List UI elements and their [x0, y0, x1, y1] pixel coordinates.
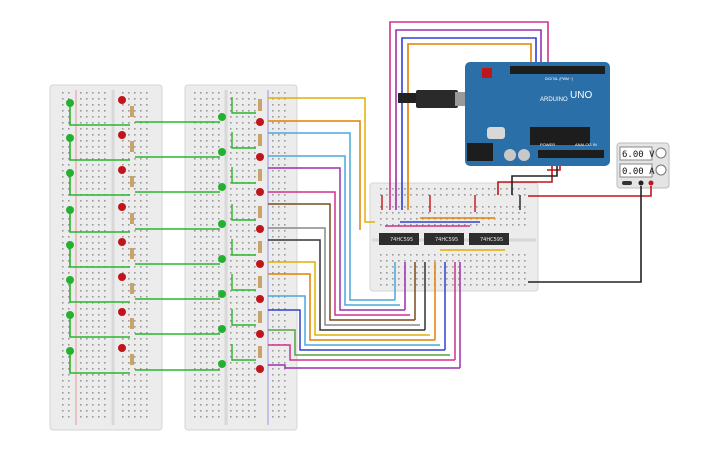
led-row: [66, 238, 134, 268]
resistor[interactable]: [130, 248, 134, 259]
shift-register-chip[interactable]: 74HC595: [469, 233, 509, 245]
red-led[interactable]: [118, 131, 126, 139]
svg-text:74HC595: 74HC595: [390, 237, 413, 243]
voltage-display: [619, 146, 653, 161]
green-led[interactable]: [218, 183, 226, 191]
red-led[interactable]: [118, 273, 126, 281]
red-led[interactable]: [118, 166, 126, 174]
led-row: [66, 166, 134, 196]
resistor[interactable]: [130, 354, 134, 365]
red-led[interactable]: [118, 238, 126, 246]
led-row: [66, 273, 134, 303]
resistor[interactable]: [258, 346, 262, 358]
green-led[interactable]: [218, 255, 226, 263]
positive-terminal[interactable]: [648, 180, 654, 186]
header-power: POWER: [540, 142, 555, 147]
green-led[interactable]: [66, 99, 74, 107]
green-led[interactable]: [66, 311, 74, 319]
resistor[interactable]: [258, 206, 262, 218]
resistor[interactable]: [130, 283, 134, 294]
red-led[interactable]: [256, 260, 264, 268]
green-led[interactable]: [218, 148, 226, 156]
arduino-brand: ARDUINO: [540, 97, 568, 103]
red-led[interactable]: [256, 118, 264, 126]
led-row: [66, 203, 134, 233]
green-led[interactable]: [66, 134, 74, 142]
arduino-uno[interactable]: ARDUINO UNO POWER ANALOG IN DIGITAL (PWM…: [465, 62, 610, 166]
resistor[interactable]: [130, 213, 134, 224]
svg-text:74HC595: 74HC595: [480, 237, 503, 243]
svg-text:74HC595: 74HC595: [435, 237, 458, 243]
led-row-group-middle: [218, 97, 264, 373]
green-led[interactable]: [66, 241, 74, 249]
resistor[interactable]: [258, 241, 262, 253]
cross-board-wires: [135, 121, 220, 371]
resistor[interactable]: [258, 169, 262, 181]
red-led[interactable]: [118, 344, 126, 352]
green-led[interactable]: [66, 169, 74, 177]
signal-wires: [268, 97, 461, 369]
resistor[interactable]: [258, 134, 262, 146]
green-led[interactable]: [218, 325, 226, 333]
resistor[interactable]: [130, 176, 134, 187]
voltage-readout: 6.00 V: [622, 150, 655, 160]
red-led[interactable]: [256, 330, 264, 338]
arduino-model: UNO: [570, 90, 592, 101]
resistor[interactable]: [130, 141, 134, 152]
current-readout: 0.00 A: [622, 167, 655, 177]
current-knob[interactable]: [655, 164, 667, 176]
shift-register-chip[interactable]: 74HC595: [424, 233, 464, 245]
resistor[interactable]: [130, 106, 134, 117]
red-led[interactable]: [256, 365, 264, 373]
red-led[interactable]: [118, 203, 126, 211]
red-led[interactable]: [256, 225, 264, 233]
green-led[interactable]: [66, 276, 74, 284]
shift-register-chip[interactable]: 74HC595: [379, 233, 419, 245]
header-digital: DIGITAL (PWM ~): [545, 77, 573, 81]
red-led[interactable]: [256, 153, 264, 161]
psu-wires: [528, 186, 652, 283]
led-row: [66, 308, 134, 338]
negative-terminal[interactable]: [638, 180, 644, 186]
green-led[interactable]: [66, 206, 74, 214]
green-led[interactable]: [66, 347, 74, 355]
resistor[interactable]: [258, 311, 262, 323]
breadboard-middle[interactable]: [184, 84, 298, 431]
resistor[interactable]: [130, 318, 134, 329]
resistor[interactable]: [258, 276, 262, 288]
green-led[interactable]: [218, 360, 226, 368]
green-led[interactable]: [218, 290, 226, 298]
arduino-wires: [389, 21, 561, 210]
led-row: [66, 131, 134, 161]
power-supply[interactable]: 6.00 V 0.00 A: [616, 142, 670, 189]
led-row: [66, 96, 134, 126]
chip-jumpers: [381, 195, 521, 251]
red-led[interactable]: [118, 96, 126, 104]
green-led[interactable]: [218, 220, 226, 228]
resistor[interactable]: [258, 99, 262, 111]
led-row: [66, 344, 134, 374]
power-switch[interactable]: [622, 181, 632, 185]
red-led[interactable]: [256, 295, 264, 303]
current-display: [619, 163, 653, 178]
green-led[interactable]: [218, 113, 226, 121]
led-row-group-left: [66, 96, 134, 374]
header-analog: ANALOG IN: [575, 142, 597, 147]
red-led[interactable]: [118, 308, 126, 316]
red-led[interactable]: [256, 188, 264, 196]
voltage-knob[interactable]: [655, 147, 667, 159]
breadboard-left[interactable]: [49, 84, 163, 431]
shift-register-chips: 74HC595 74HC595 74HC595: [379, 233, 509, 245]
